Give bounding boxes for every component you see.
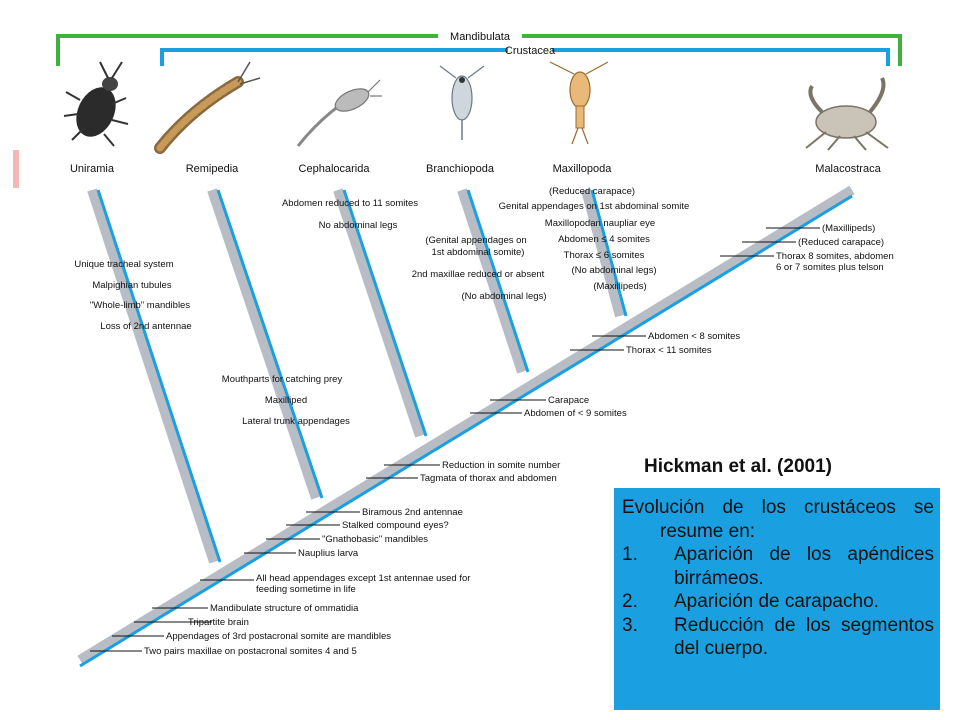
char-abdomen-4: Abdomen ≤ 4 somites (558, 234, 650, 245)
char-naupliar-eye: Maxillopodan naupliar eye (545, 218, 655, 229)
char-abdomen-8: Abdomen < 8 somites (648, 331, 740, 342)
char-lateral-appendages: Lateral trunk appendages (242, 416, 350, 427)
mandibulata-bracket: Mandibulata (56, 31, 902, 66)
char-thorax-11: Thorax < 11 somites (626, 345, 712, 356)
char-mala-carapace: (Reduced carapace) (798, 237, 884, 248)
char-stalked-eyes: Stalked compound eyes? (342, 520, 449, 531)
taxon-label-branchiopoda: Branchiopoda (426, 163, 495, 175)
char-reduced-carapace: (Reduced carapace) (549, 186, 635, 197)
char-maxilliped: Maxilliped (265, 395, 307, 406)
cephalocarid-icon (296, 79, 382, 147)
summary-item-text: Aparición de carapacho. (674, 591, 879, 612)
red-edge-mark (13, 150, 19, 188)
char-abdomen-11: Abdomen reduced to 11 somites (282, 198, 418, 209)
character-leaders (90, 227, 820, 652)
char-nauplius: Nauplius larva (298, 548, 359, 559)
char-head-appendages-cont: feeding sometime in life (256, 584, 356, 595)
taxon-label-maxillopoda: Maxillopoda (553, 163, 613, 175)
char-mouthparts: Mouthparts for catching prey (222, 374, 343, 385)
char-ommatidia: Mandibulate structure of ommatidia (210, 603, 359, 614)
char-thorax-8: Thorax 8 somites, abdomen (776, 251, 894, 262)
summary-intro: Evolución de los crustáceos se resume en… (622, 497, 934, 542)
remipede-icon (154, 61, 261, 154)
char-maxillae-reduced: 2nd maxillae reduced or absent (412, 269, 545, 280)
char-genital-app-cont: 1st abdominal somite) (432, 247, 525, 258)
char-gnathobasic: "Gnathobasic" mandibles (322, 534, 428, 545)
branchiopod-icon (439, 65, 485, 140)
citation: Hickman et al. (2001) (644, 456, 832, 477)
summary-item: 3. Reducción de los segmentos del cuerpo. (622, 614, 934, 661)
taxon-label-cephalocarida: Cephalocarida (299, 163, 371, 175)
taxon-label-remipedia: Remipedia (186, 163, 239, 175)
taxon-label-uniramia: Uniramia (70, 163, 115, 175)
char-maxillipeds: (Maxillipeds) (593, 281, 646, 292)
summary-item-number: 1. (622, 544, 638, 565)
summary-list: 1.Aparición de los apéndices birrámeos. … (622, 543, 934, 661)
char-loss-antennae: Loss of 2nd antennae (100, 321, 191, 332)
summary-item: 2. Aparición de carapacho. (622, 590, 934, 614)
mandibulata-label: Mandibulata (450, 31, 511, 43)
beetle-icon (63, 61, 129, 147)
crab-icon (805, 77, 889, 151)
char-mala-maxillipeds: (Maxillipeds) (822, 223, 875, 234)
summary-item-text: Aparición de los apéndices birrámeos. (674, 544, 934, 589)
char-maxillo-no-legs: (No abdominal legs) (571, 265, 656, 276)
summary-box: Evolución de los crustáceos se resume en… (614, 488, 940, 710)
copepod-icon (549, 61, 609, 145)
summary-item-number: 3. (622, 614, 638, 636)
char-biramous-antennae: Biramous 2nd antennae (362, 507, 463, 518)
char-head-appendages: All head appendages except 1st antennae … (256, 573, 470, 584)
char-somite-reduction: Reduction in somite number (442, 460, 560, 471)
char-thorax-6: Thorax ≤ 6 somites (564, 250, 645, 261)
char-two-maxillae: Two pairs maxillae on postacronal somite… (144, 646, 357, 657)
crustacea-label: Crustacea (505, 45, 556, 57)
char-tripartite-brain: Tripartite brain (188, 617, 249, 628)
char-whole-limb: "Whole-limb" mandibles (90, 300, 190, 311)
char-malpighian: Malpighian tubules (92, 280, 171, 291)
summary-item: 1. Aparición de los apéndices birrámeos. (622, 543, 934, 590)
taxon-label-malacostraca: Malacostraca (815, 163, 881, 175)
branches (77, 185, 855, 668)
char-tagmata: Tagmata of thorax and abdomen (420, 473, 557, 484)
summary-item-number: 2. (622, 591, 638, 612)
char-genital-app: (Genital appendages on (425, 235, 526, 246)
char-no-abdominal-legs: No abdominal legs (319, 220, 398, 231)
crustacea-bracket: Crustacea (160, 45, 890, 66)
char-tracheal-system: Unique tracheal system (74, 259, 173, 270)
char-mandibles: Appendages of 3rd postacronal somite are… (166, 631, 391, 642)
char-abdomen-9: Abdomen of < 9 somites (524, 408, 627, 419)
char-branch-no-legs: (No abdominal legs) (461, 291, 546, 302)
char-thorax-8-cont: 6 or 7 somites plus telson (776, 262, 884, 273)
summary-item-text: Reducción de los segmentos del cuerpo. (674, 614, 934, 660)
char-genital-1st: Genital appendages on 1st abdominal somi… (499, 201, 690, 212)
char-carapace: Carapace (548, 395, 589, 406)
